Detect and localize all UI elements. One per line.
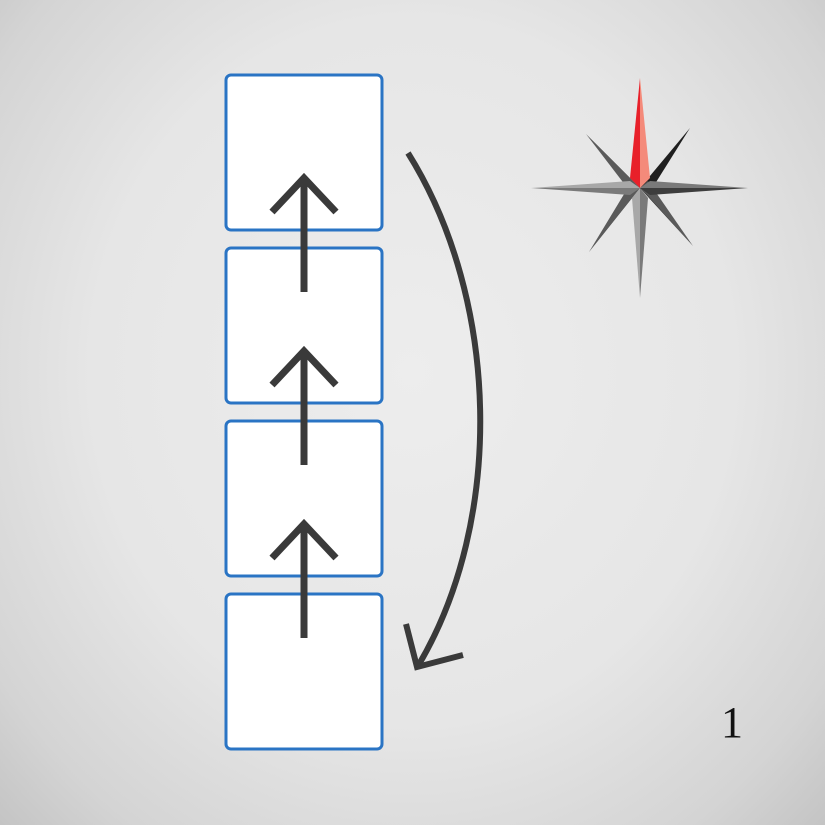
arrow-up-icon — [269, 345, 339, 465]
up-arrows — [269, 172, 339, 638]
compass-se-point-b — [640, 188, 693, 246]
compass-north-point-b — [640, 78, 650, 188]
compass-nw-point-b — [586, 134, 640, 194]
compass-east-point-b — [640, 188, 748, 195]
compass-sw-point-b — [589, 181, 640, 252]
compass-east-point — [640, 181, 748, 188]
arrow-up-icon — [269, 172, 339, 292]
compass-north-point — [630, 78, 640, 188]
compass-south-point — [632, 188, 640, 298]
compass-se-point — [640, 181, 693, 246]
page-number: 1 — [721, 698, 743, 747]
compass-south-point-b — [640, 188, 648, 298]
compass-ne-point-b — [640, 128, 690, 195]
box-stack — [224, 73, 384, 751]
compass-west-point-b — [531, 188, 640, 195]
curved-arrow-down-icon — [403, 151, 484, 671]
arrow-up-icon — [269, 518, 339, 638]
compass-west-point — [531, 181, 640, 188]
compass-rose-icon — [531, 78, 748, 298]
